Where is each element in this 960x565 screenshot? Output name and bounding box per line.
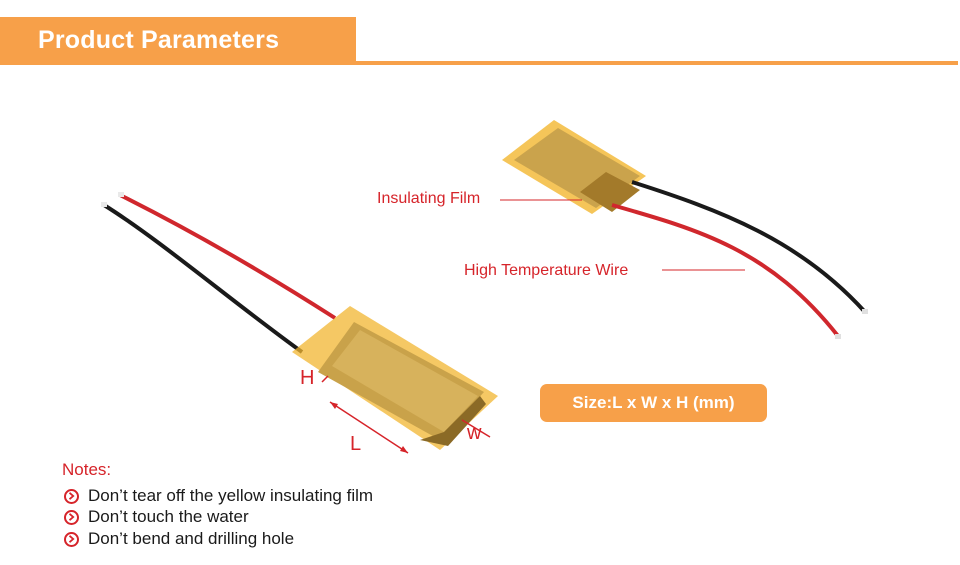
note-item: Don’t touch the water [64,507,249,527]
header-bar [0,17,356,65]
note-text: Don’t bend and drilling hole [88,529,295,548]
size-badge: Size:L x W x H (mm) [540,384,767,422]
page-title: Product Parameters [38,26,280,54]
black-wire-right [631,180,867,314]
dimension-l-label: L [350,433,362,455]
chevron-right-icon [64,488,79,504]
note-item: Don’t bend and drilling hole [64,529,294,549]
dimension-h-label: H [300,367,315,389]
chevron-right-icon [64,509,79,525]
insulating-film-label: Insulating Film [377,190,481,207]
red-wire-right [611,203,840,338]
high-temperature-wire-label: High Temperature Wire [464,262,629,279]
dimension-w-label: w [467,422,482,444]
notes-title: Notes: [62,460,112,479]
note-text: Don’t tear off the yellow insulating fil… [88,486,374,505]
header-divider [356,61,958,65]
note-item: Don’t tear off the yellow insulating fil… [64,486,373,506]
note-text: Don’t touch the water [88,507,249,526]
chevron-right-icon [64,531,79,547]
black-wire-left [102,203,304,354]
red-wire-left [119,193,337,320]
